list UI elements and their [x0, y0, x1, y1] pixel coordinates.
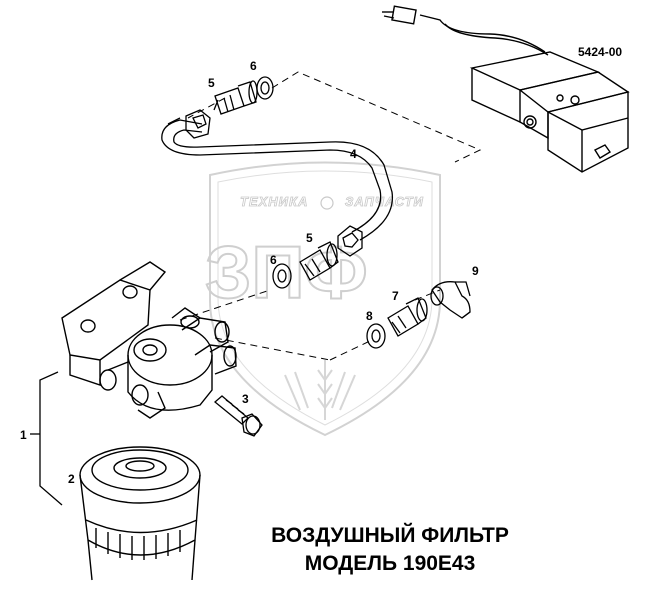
watermark-gear-icon — [320, 196, 334, 210]
filter-cartridge — [79, 446, 201, 581]
elbow-9 — [430, 281, 471, 319]
leader-lines — [179, 71, 482, 361]
watermark-letters: ЗПФ — [205, 231, 368, 314]
drawing-code: 5424-00 — [578, 45, 622, 59]
solenoid-valve — [382, 5, 630, 173]
watermark-text-right: ЗАПЧАСТИ — [345, 194, 424, 209]
callout-3: 3 — [242, 392, 249, 406]
watermark-text-left: ТЕХНИКА — [240, 194, 308, 209]
callout-5-lower: 5 — [306, 231, 313, 245]
callout-5-upper: 5 — [208, 76, 215, 90]
watermark-shield — [209, 161, 441, 437]
watermark-wheat-icon — [284, 360, 356, 420]
watermark-shield-inner — [217, 170, 433, 426]
callout-6-upper: 6 — [250, 59, 257, 73]
fitting-7 — [387, 297, 428, 337]
caption-model: МОДЕЛЬ 190Е43 — [304, 552, 476, 575]
bolt-3 — [213, 395, 263, 437]
callout-7: 7 — [392, 289, 399, 303]
watermark: ТЕХНИКА ЗАПЧАСТИ ЗПФ — [204, 161, 441, 437]
washer-6-lower — [272, 263, 292, 289]
callout-9: 9 — [472, 264, 479, 278]
diagram-caption: ВОЗДУШНЫЙ ФИЛЬТР МОДЕЛЬ 190Е43 — [200, 522, 580, 578]
fitting-5-upper — [213, 80, 258, 115]
pipe — [161, 109, 394, 257]
assembly-bracket-1 — [30, 371, 63, 506]
caption-title: ВОЗДУШНЫЙ ФИЛЬТР — [271, 524, 509, 547]
callout-8: 8 — [366, 309, 373, 323]
washer-8 — [366, 323, 386, 349]
filter-head — [61, 261, 237, 419]
callout-1: 1 — [20, 428, 27, 442]
callout-4: 4 — [350, 147, 357, 161]
callout-2: 2 — [68, 472, 75, 486]
fitting-5-lower — [299, 241, 339, 281]
callout-6-lower: 6 — [270, 253, 277, 267]
washer-6-upper — [256, 76, 274, 100]
